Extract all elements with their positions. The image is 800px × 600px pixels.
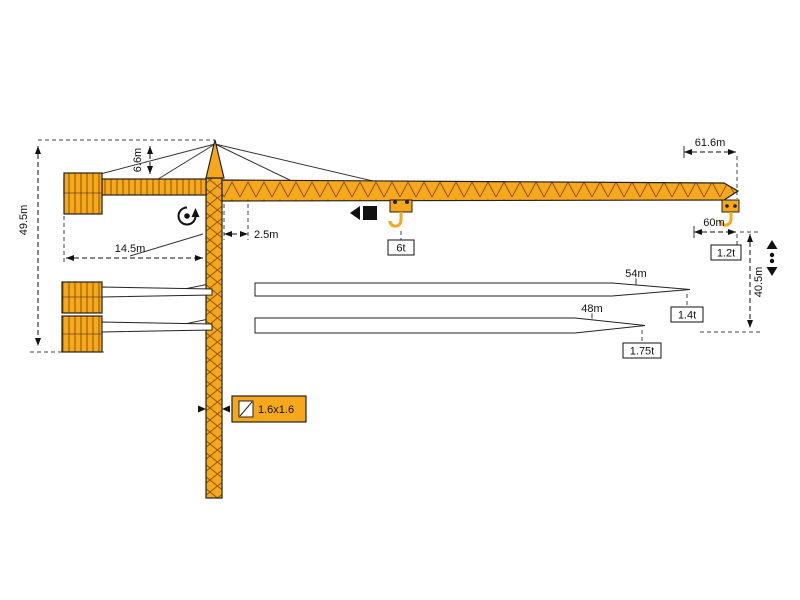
stack-hatch bbox=[62, 282, 102, 313]
counterweight-stack-54 bbox=[61, 281, 103, 314]
hoist-down-arrow bbox=[766, 267, 778, 276]
jib-60-label: 60m bbox=[703, 217, 724, 229]
tower-head-height-label: 6.6m bbox=[132, 148, 144, 172]
rotation-arrowhead bbox=[191, 208, 200, 217]
tip-pulley-wheel bbox=[733, 204, 737, 208]
slewing-rotation-icon bbox=[177, 206, 200, 226]
counter-jib-radius-label: 14.5m bbox=[115, 243, 146, 255]
hoist-dot bbox=[769, 258, 775, 264]
counterweight-stack-48 bbox=[61, 315, 103, 353]
mast-lattice bbox=[206, 178, 222, 498]
max-load-box bbox=[387, 239, 415, 256]
max-load-label: 6t bbox=[396, 243, 405, 255]
tower-head-pendants bbox=[84, 143, 391, 186]
rotation-center-dot bbox=[184, 213, 190, 219]
tower-head-body bbox=[206, 140, 224, 178]
section-arrow-left-icon bbox=[222, 405, 230, 413]
section-arrow-right-icon bbox=[198, 405, 206, 413]
jib-outline bbox=[221, 179, 740, 202]
tip-load-48-label: 1.75t bbox=[630, 346, 654, 358]
mast-section-label: 1.6x1.6 bbox=[258, 404, 294, 416]
counterweight-hatch bbox=[64, 173, 102, 214]
tip-load-60-label: 1.2t bbox=[717, 248, 735, 260]
trolley-hook-assembly bbox=[388, 199, 413, 228]
jib-tip-hook-assembly bbox=[718, 199, 740, 227]
alt-counter-jib-beam-1 bbox=[101, 286, 213, 298]
counter-jib bbox=[63, 172, 207, 215]
pendant-line bbox=[154, 143, 216, 182]
tip-load-54-box bbox=[670, 306, 704, 323]
jib-outline-48m bbox=[254, 317, 646, 334]
pendant-line bbox=[214, 143, 299, 185]
counter-jib-tie-line bbox=[129, 233, 204, 257]
tip-load-60-box bbox=[710, 244, 742, 261]
main-jib bbox=[221, 179, 740, 202]
hook-height-label: 40.5m bbox=[753, 267, 765, 298]
trolley-travel-arrow bbox=[350, 206, 360, 220]
tower-head bbox=[205, 139, 225, 179]
jib-48-label: 48m bbox=[581, 303, 602, 315]
jib-offset-label: 2.5m bbox=[254, 229, 278, 241]
tower-head-outline bbox=[205, 139, 225, 179]
trolley-hook-icon bbox=[388, 212, 403, 228]
tip-pulley-wheel bbox=[725, 204, 729, 208]
mast-section-icon-diagonal bbox=[239, 401, 253, 417]
hoist-dot bbox=[769, 252, 775, 258]
total-height-label: 49.5m bbox=[18, 205, 30, 236]
tip-load-48-box bbox=[622, 342, 662, 359]
tower-mast bbox=[205, 177, 223, 499]
pendant-line bbox=[214, 143, 391, 186]
trolley-travel-icon bbox=[350, 206, 377, 220]
trolley-wheel bbox=[405, 200, 409, 204]
mast-section-annotation: 1.6x1.6 bbox=[198, 395, 307, 423]
alt-counter-jib-beam-2 bbox=[101, 321, 213, 333]
jib-outline-54m bbox=[254, 282, 691, 297]
hoist-up-arrow bbox=[766, 240, 778, 249]
rotation-arc bbox=[177, 206, 197, 226]
jib-lattice bbox=[222, 180, 738, 201]
trolley-travel-square bbox=[363, 206, 377, 220]
counterweight-outline bbox=[63, 172, 103, 215]
jib-54-label: 54m bbox=[625, 268, 646, 280]
hoist-up-down-icon bbox=[766, 240, 778, 276]
jib-max-length-label: 61.6m bbox=[695, 137, 726, 149]
tip-load-54-label: 1.4t bbox=[678, 310, 696, 322]
tip-hook-icon bbox=[718, 212, 733, 227]
trolley-wheel bbox=[393, 200, 397, 204]
